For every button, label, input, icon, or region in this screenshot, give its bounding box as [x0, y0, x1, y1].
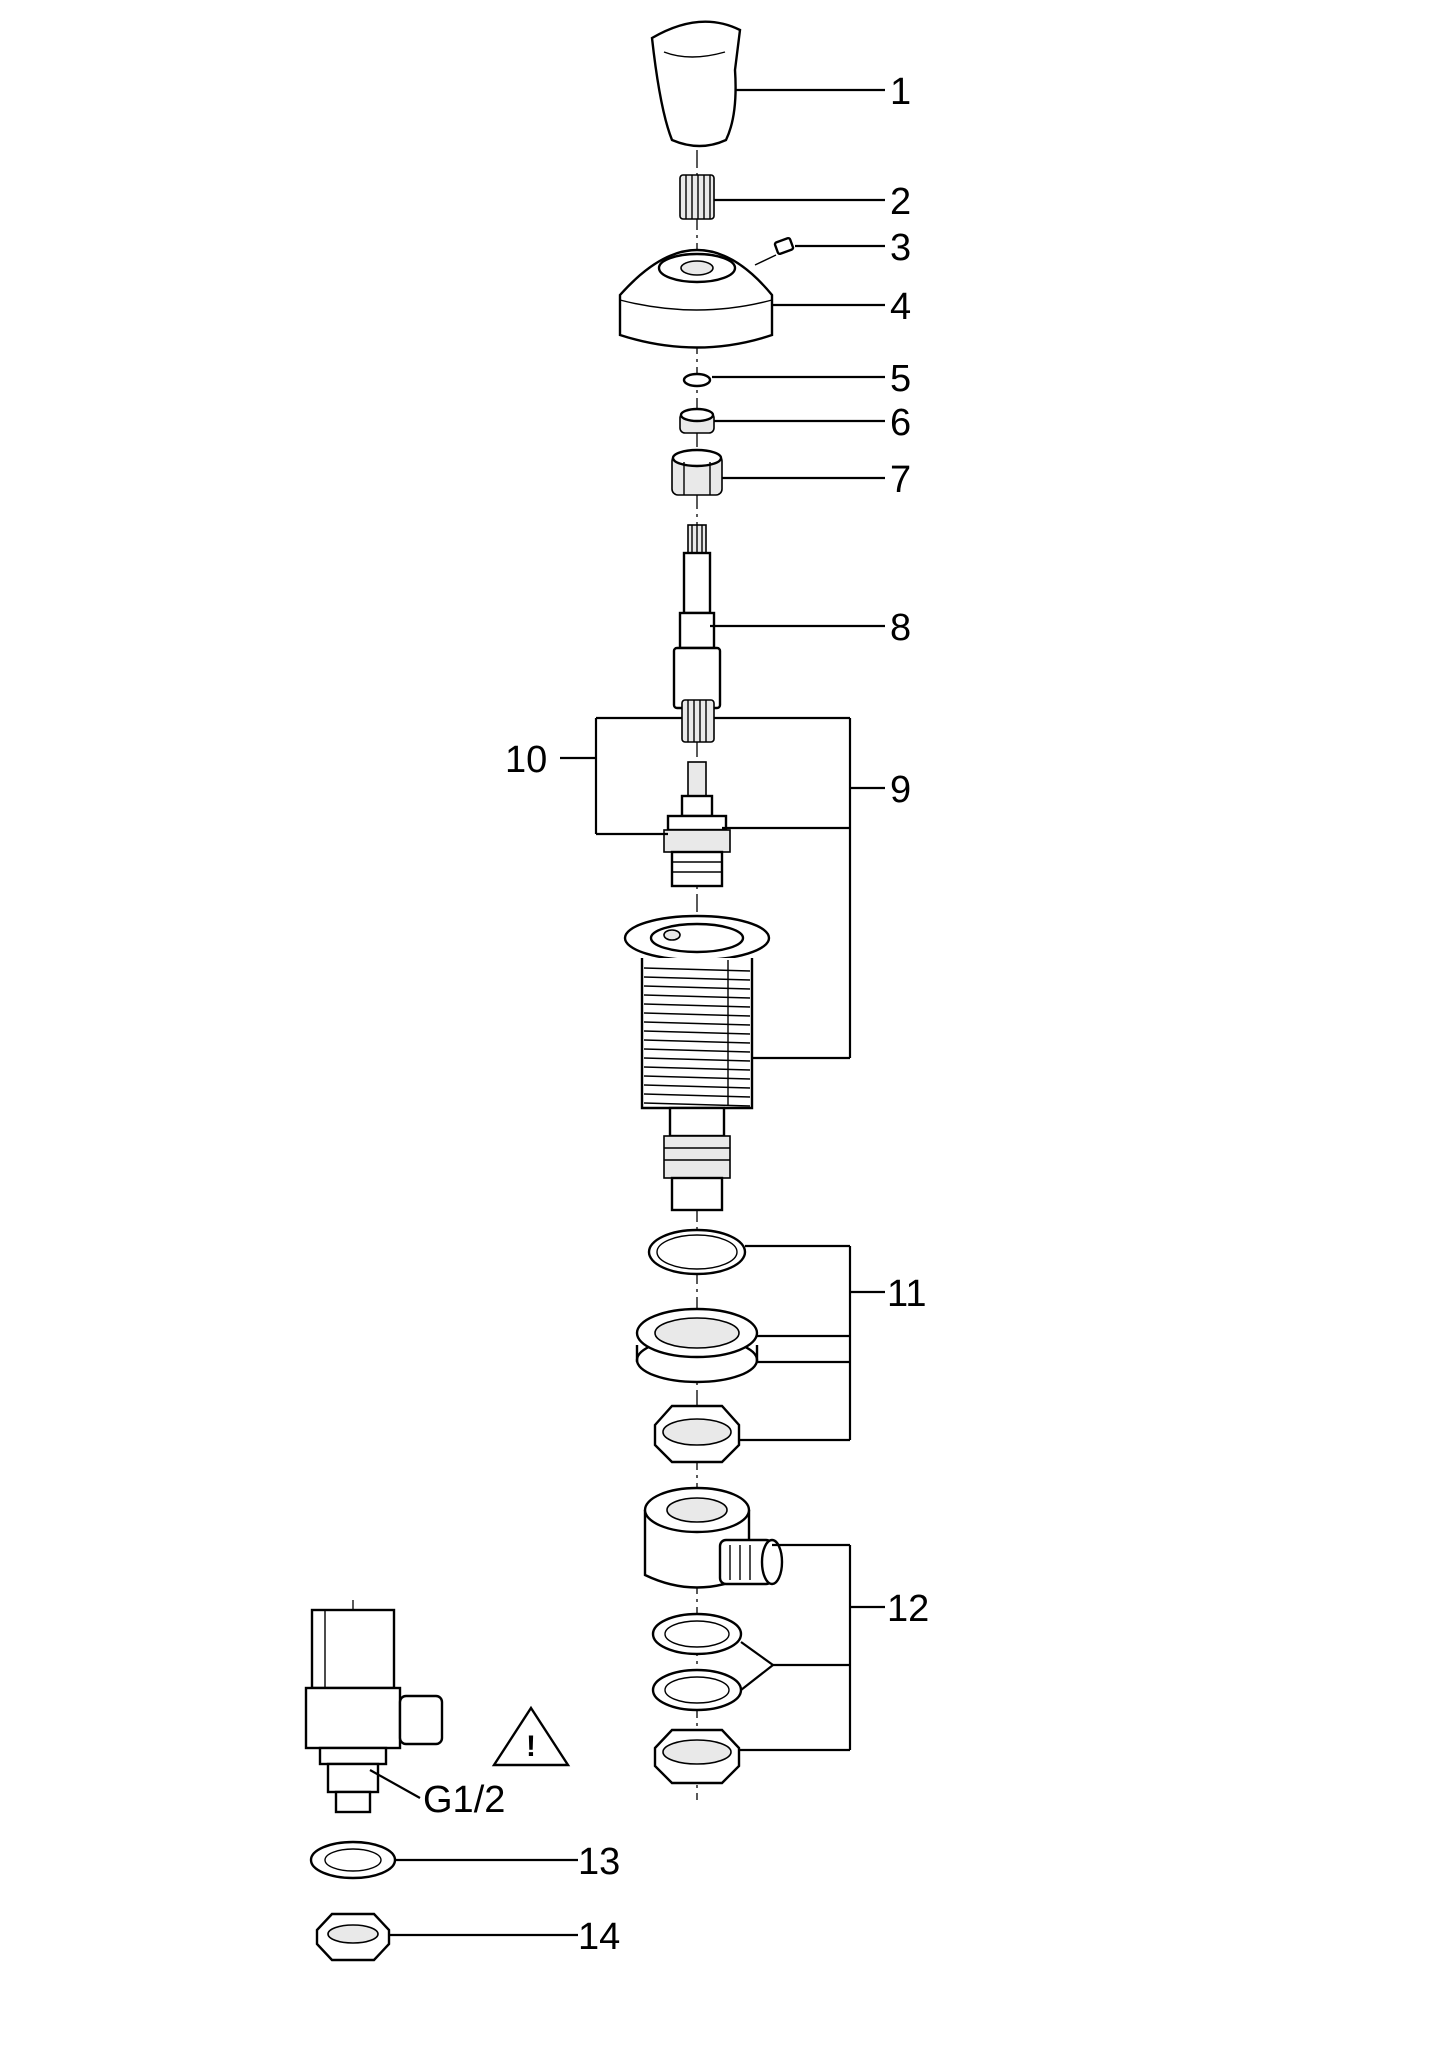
- sleeve-thread-line: [643, 1102, 751, 1107]
- callout-13: 13: [578, 1841, 620, 1883]
- callout-14: 14: [578, 1916, 620, 1958]
- warning-triangle-icon: !: [491, 1705, 571, 1767]
- part-gland-nut: [671, 448, 723, 496]
- sleeve-thread-line: [643, 985, 751, 990]
- part-set-screw: [754, 236, 795, 266]
- callout-7: 7: [890, 459, 911, 501]
- part-spindle: [672, 524, 722, 710]
- leader-lines: [369, 88, 885, 1937]
- part-threaded-sleeve: [623, 914, 771, 1110]
- sleeve-thread-line: [643, 1012, 751, 1017]
- part-ring-bushing: [679, 407, 715, 434]
- callout-labels: 1 2 3 4 5 6 7 8 9 10 11 12 13 14 G1/2: [423, 71, 929, 1958]
- sleeve-thread-line: [643, 1084, 751, 1089]
- part-hex-nut-small: [315, 1912, 391, 1962]
- sleeve-thread-line: [643, 1066, 751, 1071]
- part-valve-body-bottom: [663, 1106, 731, 1212]
- part-supply-angle-fitting: [304, 1608, 444, 1814]
- part-small-o-ring: [682, 372, 712, 388]
- callout-5: 5: [890, 358, 911, 400]
- sleeve-thread-line: [643, 967, 751, 972]
- sleeve-thread-line: [643, 1093, 751, 1098]
- part-handle-knob: [650, 20, 742, 148]
- callout-6: 6: [890, 402, 911, 444]
- callout-11: 11: [887, 1273, 926, 1315]
- warning-mark: !: [526, 1730, 536, 1763]
- sleeve-thread-line: [643, 1048, 751, 1053]
- callout-4: 4: [890, 286, 911, 328]
- part-splined-adapter-top: [679, 174, 715, 220]
- callout-8: 8: [890, 607, 911, 649]
- part-splined-adapter-lower: [681, 699, 715, 743]
- sleeve-thread-line: [643, 1057, 751, 1062]
- callout-2: 2: [890, 181, 911, 223]
- part-group-12: [643, 1486, 784, 1785]
- sleeve-thread-line: [643, 1075, 751, 1080]
- part-valve-cartridge: [663, 761, 731, 888]
- thread-size-label: G1/2: [423, 1779, 505, 1821]
- callout-10: 10: [505, 739, 547, 781]
- sleeve-thread-line: [643, 1021, 751, 1026]
- sleeve-threads: [643, 960, 751, 1107]
- callout-9: 9: [890, 769, 911, 811]
- sleeve-thread-line: [643, 1039, 751, 1044]
- callout-12: 12: [887, 1588, 929, 1630]
- sleeve-thread-line: [643, 1003, 751, 1008]
- callout-1: 1: [890, 71, 911, 113]
- part-group-11: [635, 1228, 759, 1464]
- part-escutcheon-rosette: [618, 248, 774, 349]
- sleeve-thread-line: [643, 976, 751, 981]
- sleeve-thread-line: [643, 1030, 751, 1035]
- sleeve-thread-line: [643, 994, 751, 999]
- callout-3: 3: [890, 227, 911, 269]
- part-flat-washer: [309, 1840, 397, 1880]
